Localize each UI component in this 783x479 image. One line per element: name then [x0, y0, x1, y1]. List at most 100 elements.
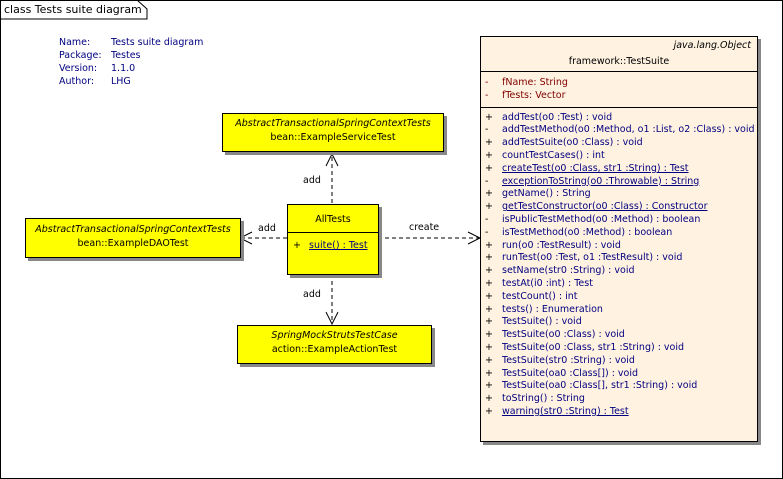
op-signature: TestSuite(oa0 :Class[], str1 :String) : … [502, 380, 698, 392]
op-visibility: + [485, 354, 493, 366]
op-signature: getTestConstructor(o0 :Class) : Construc… [502, 201, 708, 213]
meta-value: Testes [111, 50, 141, 61]
operation-row: - addTestMethod(o0 :Method, o1 :List, o2 … [481, 124, 757, 137]
meta-value: Tests suite diagram [111, 37, 204, 48]
meta-key: Package: [59, 50, 102, 61]
op-signature: TestSuite(o0 :Class, str1 :String) : voi… [502, 341, 685, 353]
op-signature: run(o0 :TestResult) : void [502, 239, 621, 251]
op-visibility: + [485, 149, 493, 161]
class-name: bean::ExampleDAOTest [77, 238, 189, 249]
op-visibility: + [485, 201, 493, 213]
op-visibility: - [485, 213, 489, 225]
op-visibility: - [485, 124, 489, 136]
class-name: framework::TestSuite [568, 56, 670, 67]
operation-row: + TestSuite(o0 :Class, str1 :String) : vo… [481, 342, 757, 355]
edge-label-add: add [303, 175, 321, 186]
class-stereotype: AbstractTransactionalSpringContextTests [35, 224, 231, 235]
meta-row: Name: Tests suite diagram [59, 37, 203, 50]
op-signature: TestSuite(o0 :Class) : void [502, 329, 625, 341]
op-signature: exceptionToString(o0 :Throwable) : Strin… [502, 175, 700, 187]
meta-key: Name: [59, 37, 91, 48]
op-signature: tests() : Enumeration [502, 303, 603, 315]
op-visibility: - [485, 226, 489, 238]
attr-text: fTests: Vector [502, 89, 566, 101]
operation-row: - isTestMethod(o0 :Method) : boolean [481, 227, 757, 240]
op-visibility: + [485, 303, 493, 315]
diagram-metadata: Name:Tests suite diagram Package:Testes … [59, 37, 203, 89]
attribute-row: -fName: String [481, 77, 757, 90]
class-operations: +addTest(o0 :Test) : void-addTestMethod(… [481, 108, 757, 419]
op-visibility: + [485, 252, 493, 264]
op-signature: addTestMethod(o0 :Method, o1 :List, o2 :… [502, 124, 755, 136]
meta-row: Version:1.1.0 [59, 63, 203, 76]
attribute-row: - fTests: Vector [481, 90, 757, 103]
class-stereotype: SpringMockStrutsTestCase [271, 330, 398, 341]
arrowhead [325, 311, 339, 326]
op-signature: TestSuite() : void [502, 316, 582, 328]
op-visibility: - [485, 175, 489, 187]
op-visibility: + [293, 240, 301, 251]
class-header: java.lang.Object framework::TestSuite [481, 37, 757, 72]
op-signature: toString() : String [502, 393, 585, 405]
operation-row: - exceptionToString(o0 :Throwable) : Stri… [481, 176, 757, 189]
operation-row: + getTestConstructor(o0 :Class) : Constru… [481, 201, 757, 214]
edge-label-add: add [303, 289, 321, 300]
edge-label-create: create [409, 222, 440, 233]
diagram-title: class Tests suite diagram [4, 3, 142, 16]
class-example-service-test[interactable]: AbstractTransactionalSpringContextTests … [222, 113, 444, 152]
operation-row: + TestSuite(oa0 :Class[]) : void [481, 368, 757, 381]
meta-value: LHG [111, 76, 131, 87]
operation-row: + getName() : String [481, 188, 757, 201]
operation-row: + countTestCases() : int [481, 150, 757, 163]
op-signature: testCount() : int [502, 290, 578, 302]
operation-row: +warning(str0 :String) : Test [481, 406, 757, 419]
class-test-suite[interactable]: java.lang.Object framework::TestSuite -f… [480, 36, 758, 442]
class-name: AllTests [288, 205, 378, 233]
edge-label-add: add [258, 223, 276, 234]
op-signature: isPublicTestMethod(o0 :Method) : boolean [502, 213, 701, 225]
meta-key: Author: [59, 76, 95, 87]
op-signature: runTest(o0 :Test, o1 :TestResult) : void [502, 252, 683, 264]
op-visibility: + [485, 329, 493, 341]
op-visibility: + [485, 137, 493, 149]
op-visibility: + [485, 239, 493, 251]
class-name: bean::ExampleServiceTest [270, 132, 396, 143]
op-signature: getName() : String [502, 188, 591, 200]
op-visibility: + [485, 316, 493, 328]
class-operation: + suite() : Test [288, 240, 378, 260]
op-visibility: + [485, 265, 493, 277]
op-signature: addTest(o0 :Test) : void [502, 111, 613, 123]
operation-row: +addTest(o0 :Test) : void [481, 112, 757, 125]
op-visibility: + [485, 162, 493, 174]
op-signature: TestSuite(str0 :String) : void [502, 354, 635, 366]
operation-row: + run(o0 :TestResult) : void [481, 240, 757, 253]
meta-row: Package: Testes [59, 50, 203, 63]
operation-row: + createTest(o0 :Class, str1 :String) : T… [481, 163, 757, 176]
operation-row: + setName(str0 :String) : void [481, 265, 757, 278]
op-visibility: + [485, 188, 493, 200]
class-example-dao-test[interactable]: AbstractTransactionalSpringContextTests … [25, 218, 241, 258]
class-all-tests[interactable]: AllTests + suite() : Test [287, 204, 379, 275]
operation-row: +toString() : String [481, 393, 757, 406]
class-example-action-test[interactable]: SpringMockStrutsTestCase action::Example… [237, 325, 432, 364]
op-visibility: + [485, 380, 493, 392]
operation-row: + tests() : Enumeration [481, 304, 757, 317]
operation-row: + TestSuite(str0 :String) : void [481, 355, 757, 368]
op-signature: addTestSuite(o0 :Class) : void [502, 137, 643, 149]
class-attributes: -fName: String- fTests: Vector [481, 72, 757, 108]
op-signature: isTestMethod(o0 :Method) : boolean [502, 226, 673, 238]
op-signature: createTest(o0 :Class, str1 :String) : Te… [502, 162, 689, 174]
op-signature: setName(str0 :String) : void [502, 265, 635, 277]
meta-value: 1.1.0 [111, 63, 136, 74]
op-signature: TestSuite(oa0 :Class[]) : void [502, 367, 639, 379]
meta-row: Author: LHG [59, 76, 203, 89]
operation-row: + runTest(o0 :Test, o1 :TestResult) : voi… [481, 252, 757, 265]
op-visibility: + [485, 341, 493, 353]
attr-visibility: - [485, 89, 489, 101]
op-visibility: + [485, 367, 493, 379]
op-signature: suite() : Test [309, 240, 368, 251]
op-signature: countTestCases() : int [502, 149, 605, 161]
arrowhead [325, 152, 339, 167]
op-visibility: + [485, 405, 493, 417]
